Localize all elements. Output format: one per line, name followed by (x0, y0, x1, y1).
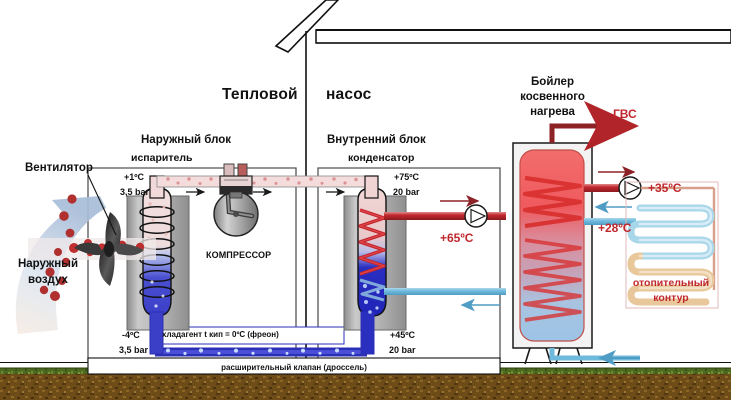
heating-circuit-label-line1: отопительный (632, 277, 710, 289)
condenser-label: конденсатор (348, 152, 415, 164)
refrigerant-liquid-line (155, 347, 367, 357)
boiler-label-line2: косвенного (520, 91, 585, 103)
outdoor-air-label-line1: Наружный (17, 258, 79, 270)
boiler-return-temp: +28ºC (598, 221, 632, 235)
heating-circuit-coil (625, 181, 719, 309)
evaporator-in-pressure: 3,5 bar (119, 345, 149, 355)
outdoor-unit-label: Наружный блок (141, 134, 232, 146)
house-structure (274, 0, 731, 362)
boiler-tank (512, 101, 642, 366)
evaporator-in-temp: -4ºC (122, 330, 140, 340)
dhw-label: ГВС (613, 107, 637, 121)
evaporator-label: испаритель (131, 152, 193, 164)
page-title-part1: Тепловой (222, 86, 298, 103)
compressor-label: КОМПРЕССОР (206, 250, 272, 260)
evaporator-out-temp: +1ºC (124, 172, 145, 182)
condenser-in-temp: +75ºC (394, 172, 420, 182)
evaporator-assembly (126, 175, 190, 355)
condenser-in-pressure: 20 bar (393, 187, 420, 197)
boiler-supply-temp: +35ºC (648, 181, 682, 195)
heat-return-line (384, 288, 506, 312)
condenser-out-pressure: 20 bar (389, 345, 416, 355)
fan-blades (74, 212, 144, 286)
boiler-label-line1: Бойлер (531, 76, 574, 88)
expansion-valve-bar (87, 357, 501, 375)
expansion-valve-label: расширительный клапан (дроссель) (221, 363, 367, 372)
fan-label: Вентилятор (25, 162, 93, 174)
indoor-unit-label: Внутренний блок (327, 134, 426, 146)
page-title-part2: насос (326, 86, 372, 103)
boiler-label-line3: нагрева (530, 106, 575, 118)
evaporator-out-pressure: 3,5 bar (120, 187, 150, 197)
refrigerant-gas-line (156, 175, 369, 197)
compressor-assembly (213, 163, 259, 237)
condenser-assembly (343, 175, 407, 355)
condenser-out-temp: +45ºC (390, 330, 416, 340)
fan-and-air (15, 174, 156, 334)
refrigerant-label: хладагент t кип = 0ºC (фреон) (162, 330, 279, 339)
heat-supply-line (384, 195, 506, 228)
supply-hot-temp: +65ºC (440, 231, 474, 245)
outdoor-air-label-line2: воздух (28, 274, 68, 286)
heating-circuit-label-line2: контур (653, 292, 689, 304)
